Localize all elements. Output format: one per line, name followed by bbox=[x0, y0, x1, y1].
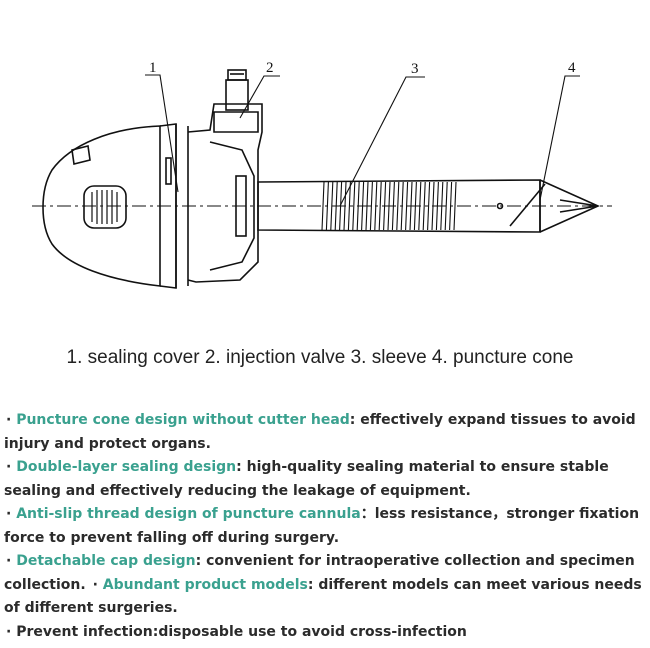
sleeve-thread bbox=[321, 181, 457, 231]
thread-line bbox=[405, 181, 409, 231]
thread-line bbox=[343, 181, 347, 231]
leader-line-4 bbox=[539, 75, 580, 201]
feature-title: Puncture cone design without cutter head bbox=[16, 412, 350, 428]
callout-3: 3 bbox=[411, 61, 419, 77]
thread-line bbox=[347, 181, 351, 231]
thread-line bbox=[444, 181, 448, 231]
feature-list: · Puncture cone design without cutter he… bbox=[4, 409, 644, 644]
bullet: · bbox=[6, 506, 12, 522]
feature-sep: : bbox=[307, 576, 319, 593]
feature-text: effectively expand tissues to avoid inju… bbox=[4, 412, 636, 452]
thread-line bbox=[383, 181, 387, 231]
valve-housing bbox=[187, 103, 263, 283]
feature-text: different models can meet various needs … bbox=[4, 576, 642, 617]
callout-4: 4 bbox=[568, 60, 576, 76]
feature-title: Detachable cap design bbox=[16, 553, 196, 569]
cone-bevel bbox=[509, 183, 546, 227]
callout-2: 2 bbox=[266, 60, 274, 76]
thread-line bbox=[391, 181, 395, 231]
feature-sep: : bbox=[195, 553, 207, 569]
thread-line bbox=[378, 181, 382, 231]
thread-line bbox=[361, 181, 365, 231]
feature-sep: : bbox=[349, 412, 361, 428]
leader-line-1 bbox=[145, 74, 179, 193]
injection-valve bbox=[225, 79, 249, 111]
bullet: · bbox=[6, 623, 12, 640]
grip-outline bbox=[83, 185, 127, 229]
feature-item: · Detachable cap design: convenient for … bbox=[4, 550, 644, 621]
thread-line bbox=[427, 181, 431, 231]
feature-sep: : bbox=[236, 459, 247, 475]
valve-cap bbox=[227, 69, 247, 81]
leader-lines bbox=[145, 74, 580, 207]
thread-line bbox=[321, 181, 325, 231]
head-front-cap bbox=[71, 145, 91, 165]
thread-line bbox=[440, 181, 444, 231]
feature-item: · Prevent infection:disposable use to av… bbox=[4, 621, 644, 645]
thread-line bbox=[422, 181, 426, 231]
housing-inner-taper bbox=[209, 141, 255, 271]
thread-line bbox=[431, 181, 435, 231]
thread-line bbox=[352, 181, 356, 231]
thread-line bbox=[409, 181, 413, 231]
feature-item: · Anti-slip thread design of puncture ca… bbox=[4, 503, 644, 550]
feature-text: less resistance，stronger fixation force … bbox=[4, 506, 640, 546]
thread-line bbox=[418, 181, 422, 231]
thread-line bbox=[356, 181, 360, 231]
thread-line bbox=[374, 181, 378, 231]
bullet: · bbox=[6, 553, 12, 569]
thread-line bbox=[435, 181, 439, 231]
thread-line bbox=[369, 181, 373, 231]
thread-line bbox=[325, 181, 329, 231]
head-slot bbox=[165, 157, 172, 185]
bullet: · bbox=[6, 412, 12, 428]
trocar-drawing: 1 2 3 4 bbox=[32, 60, 612, 289]
thread-line bbox=[396, 181, 400, 231]
thread-line bbox=[365, 181, 369, 231]
feature-text: high-quality sealing material to ensure … bbox=[4, 459, 609, 499]
cone-tip bbox=[559, 199, 599, 213]
thread-line bbox=[400, 181, 404, 231]
bullet: · bbox=[92, 576, 98, 593]
feature-title: Abundant product models bbox=[102, 576, 308, 593]
thread-line bbox=[453, 181, 457, 231]
leader-line-2 bbox=[239, 75, 280, 119]
thread-line bbox=[330, 181, 334, 231]
thread-line bbox=[413, 181, 417, 231]
grip-slots bbox=[91, 190, 118, 224]
feature-title: Anti-slip thread design of puncture cann… bbox=[16, 506, 361, 522]
feature-sep: ： bbox=[360, 506, 375, 522]
thread-line bbox=[449, 181, 453, 231]
sleeve-hole bbox=[496, 202, 504, 210]
figure-caption: 1. sealing cover 2. injection valve 3. s… bbox=[66, 347, 574, 368]
thread-line bbox=[334, 181, 338, 231]
feature-title: Double-layer sealing design bbox=[16, 459, 237, 475]
sealing-cover-shape bbox=[42, 125, 161, 287]
leader-line-3 bbox=[339, 76, 425, 207]
thread-line bbox=[387, 181, 391, 231]
feature-text: convenient for intraoperative collection… bbox=[4, 553, 635, 593]
housing-collar bbox=[235, 175, 247, 237]
valve-body bbox=[213, 111, 259, 133]
feature-item: · Double-layer sealing design: high-qual… bbox=[4, 456, 644, 503]
callout-1: 1 bbox=[149, 60, 157, 76]
feature-text: Prevent infection:disposable use to avoi… bbox=[16, 623, 467, 640]
feature-item: · Puncture cone design without cutter he… bbox=[4, 409, 644, 456]
bullet: · bbox=[6, 459, 12, 475]
